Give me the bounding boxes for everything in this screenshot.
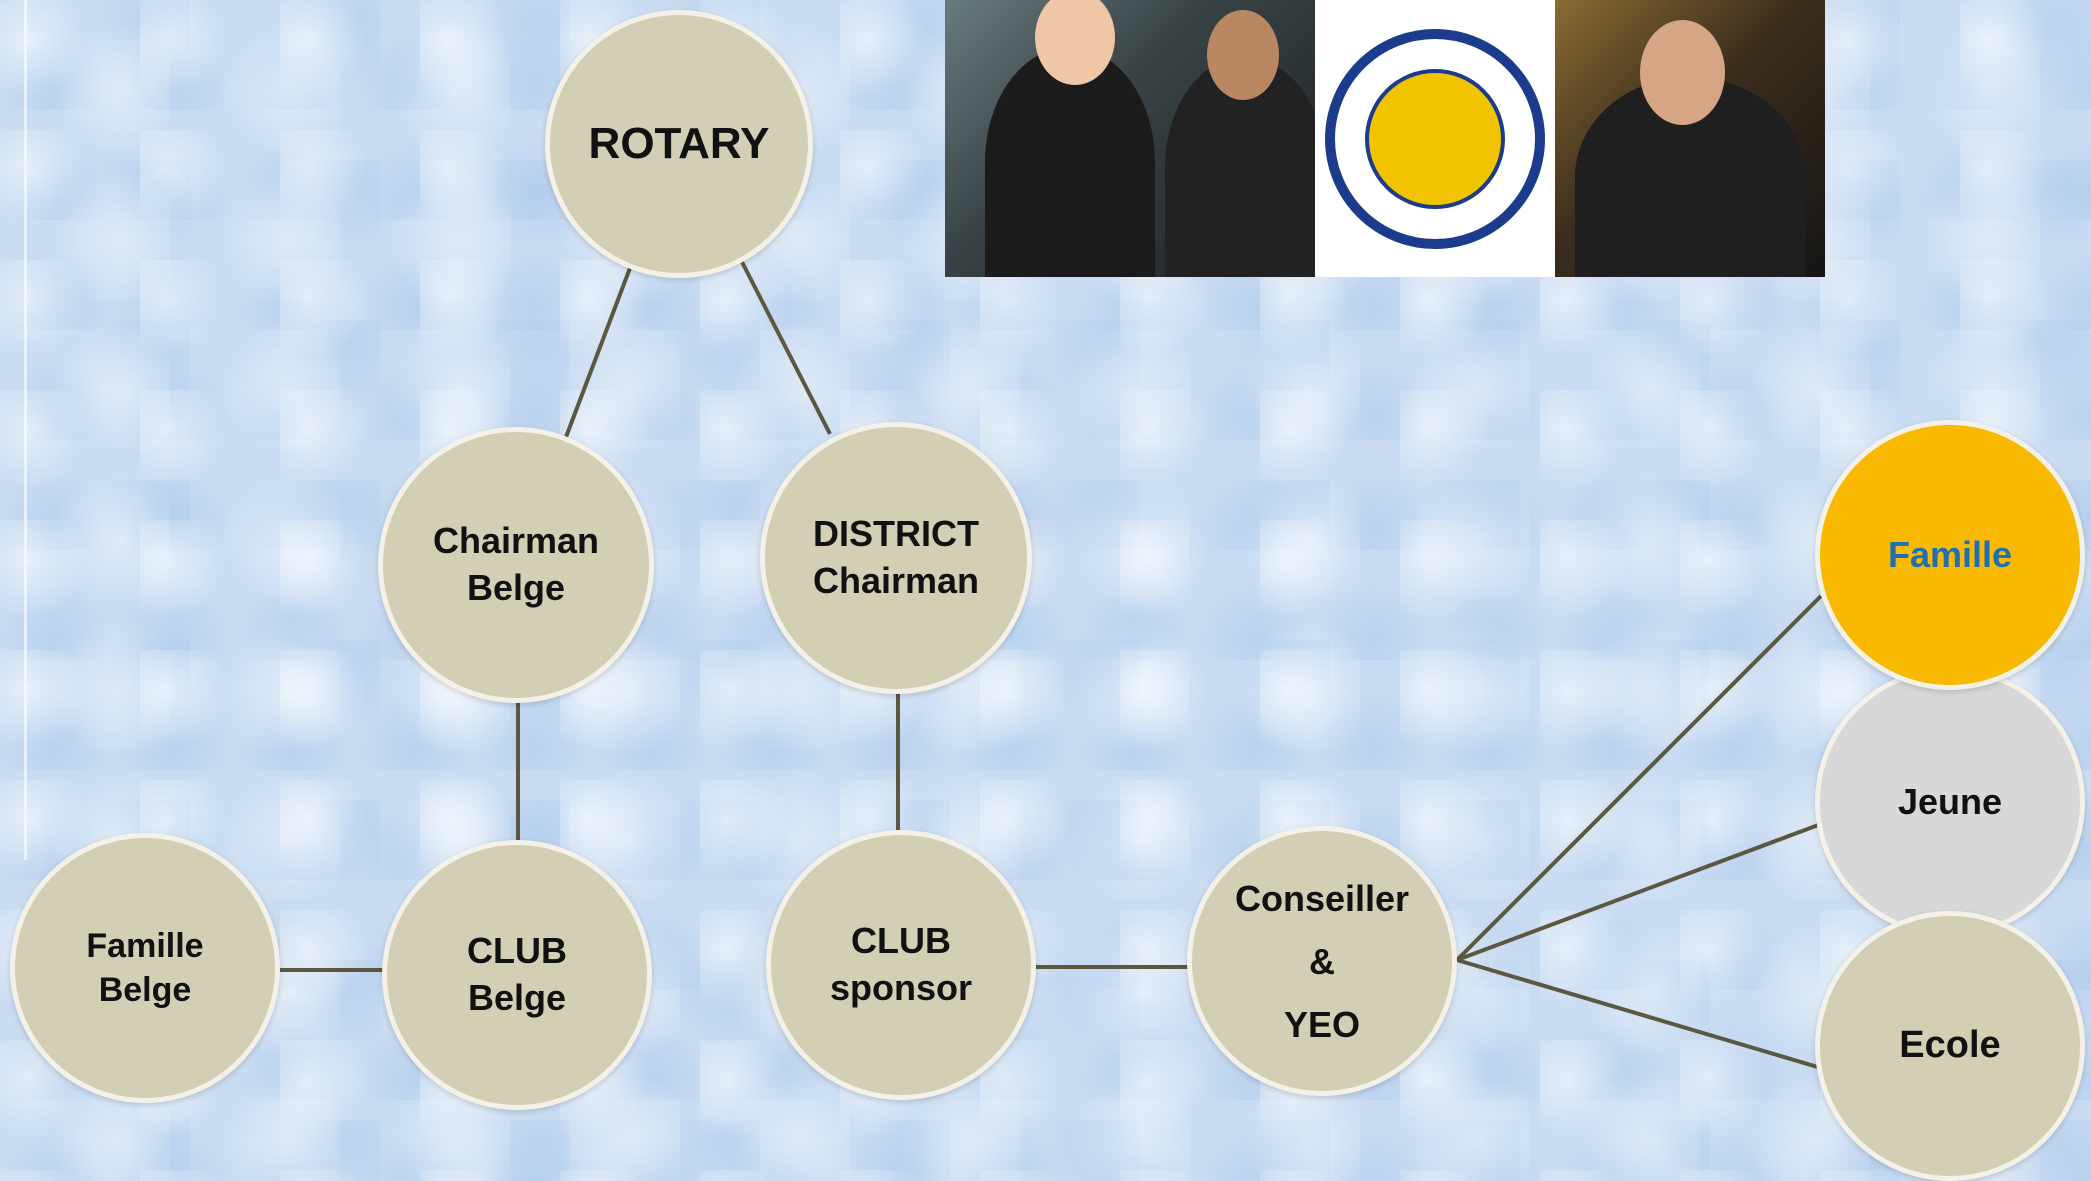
node-famille: Famille xyxy=(1815,420,2085,690)
node-club-sponsor: CLUB sponsor xyxy=(766,830,1036,1100)
node-jeune-label: Jeune xyxy=(1897,780,2003,822)
node-club-belge: CLUB Belge xyxy=(382,840,652,1110)
node-conseiller-yeo-label: Conseiller & YEO xyxy=(1234,877,1410,1045)
node-district-chairman: DISTRICT Chairman xyxy=(760,422,1032,694)
node-club-belge-label: CLUB Belge xyxy=(467,930,567,1018)
node-chairman-belge: Chairman Belge xyxy=(378,427,654,703)
node-district-chairman-label: DISTRICT Chairman xyxy=(812,513,980,601)
node-club-sponsor-label: CLUB sponsor xyxy=(829,920,972,1008)
student-photo xyxy=(1555,0,1825,277)
node-famille-belge-label: Famille Belge xyxy=(86,926,204,1009)
edge-conseiller-ecole xyxy=(1456,958,1822,1070)
edge-conseiller-famille xyxy=(1455,594,1823,962)
node-famille-belge: Famille Belge xyxy=(10,833,280,1103)
edge-rotary-district-chairman xyxy=(740,261,832,435)
students-photo xyxy=(945,0,1315,277)
node-famille-label: Famille xyxy=(1887,533,2013,575)
photo-banner xyxy=(945,0,1825,277)
edge-rotary-chairman-belge xyxy=(564,267,632,438)
left-border-rule xyxy=(24,0,27,860)
node-conseiller-yeo: Conseiller & YEO xyxy=(1187,826,1457,1096)
node-ecole: Ecole xyxy=(1815,911,2085,1181)
node-jeune: Jeune xyxy=(1815,667,2085,937)
edge-conseiller-jeune xyxy=(1456,822,1822,962)
rotary-youth-exchange-logo xyxy=(1315,0,1555,277)
node-rotary: ROTARY xyxy=(545,10,813,278)
node-chairman-belge-label: Chairman Belge xyxy=(432,520,600,608)
node-rotary-label: ROTARY xyxy=(588,119,770,169)
node-ecole-label: Ecole xyxy=(1899,1024,2001,1067)
